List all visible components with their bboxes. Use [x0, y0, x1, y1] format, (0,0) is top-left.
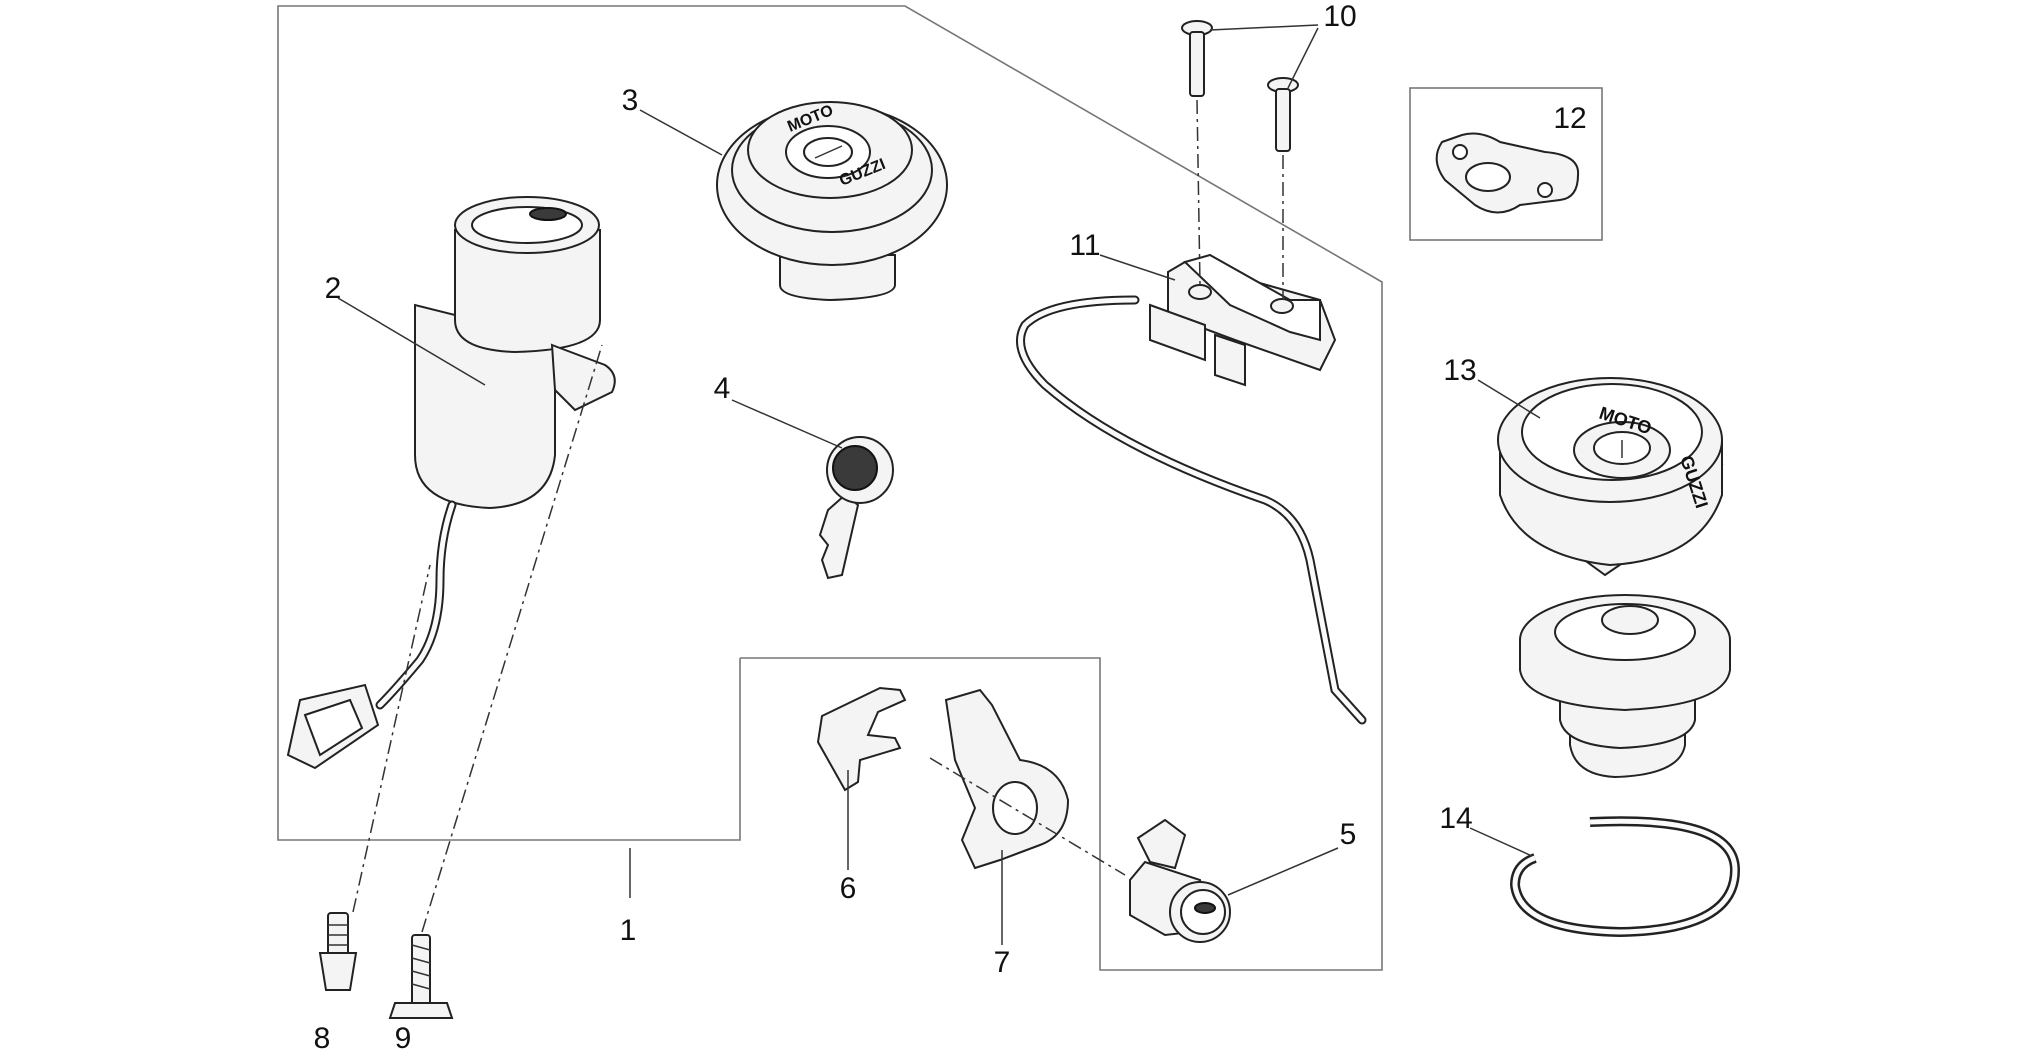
callout-9: 9: [395, 1022, 412, 1055]
filler-neck: [1519, 594, 1731, 779]
gasket: [1435, 132, 1580, 214]
callout-2: 2: [325, 272, 342, 305]
bolt-9: [388, 934, 454, 1019]
callout-5: 5: [1340, 818, 1357, 851]
callout-1: 1: [620, 914, 637, 947]
key: [818, 436, 894, 580]
screw-8: [318, 912, 358, 991]
axis-screw-10a: [1196, 99, 1201, 286]
leader-lines: [337, 24, 1541, 945]
callout-labels: 1 2 3 4 5 6 7 8 9 10 11 12 13 14: [314, 0, 1587, 1055]
axis-screw-8: [352, 564, 431, 913]
callout-10: 10: [1323, 0, 1356, 33]
bracket: [944, 688, 1070, 870]
tank-cap-large: MOTO GUZZI: [1497, 377, 1724, 577]
callout-14: 14: [1439, 802, 1472, 835]
circlip: [1509, 816, 1741, 938]
callout-7: 7: [994, 946, 1011, 979]
lock-barrel: [1129, 818, 1231, 943]
callout-11: 11: [1069, 229, 1100, 262]
kit-outline-1: [277, 5, 1383, 971]
ignition-switch: [286, 196, 616, 770]
callout-13: 13: [1443, 354, 1476, 387]
callout-6: 6: [840, 872, 857, 905]
callout-4: 4: [714, 372, 731, 405]
clip: [816, 686, 907, 792]
axis-lock-5: [929, 757, 1126, 876]
callout-8: 8: [314, 1022, 331, 1055]
seat-lock-cable: [1016, 253, 1367, 725]
axis-bolt-9: [421, 344, 603, 933]
screws-10: [1181, 20, 1299, 152]
tank-cap-small: MOTO GUZZI: [716, 101, 948, 302]
gasket-box-12: [1409, 87, 1603, 241]
callout-3: 3: [622, 84, 639, 117]
callout-12: 12: [1553, 102, 1586, 135]
